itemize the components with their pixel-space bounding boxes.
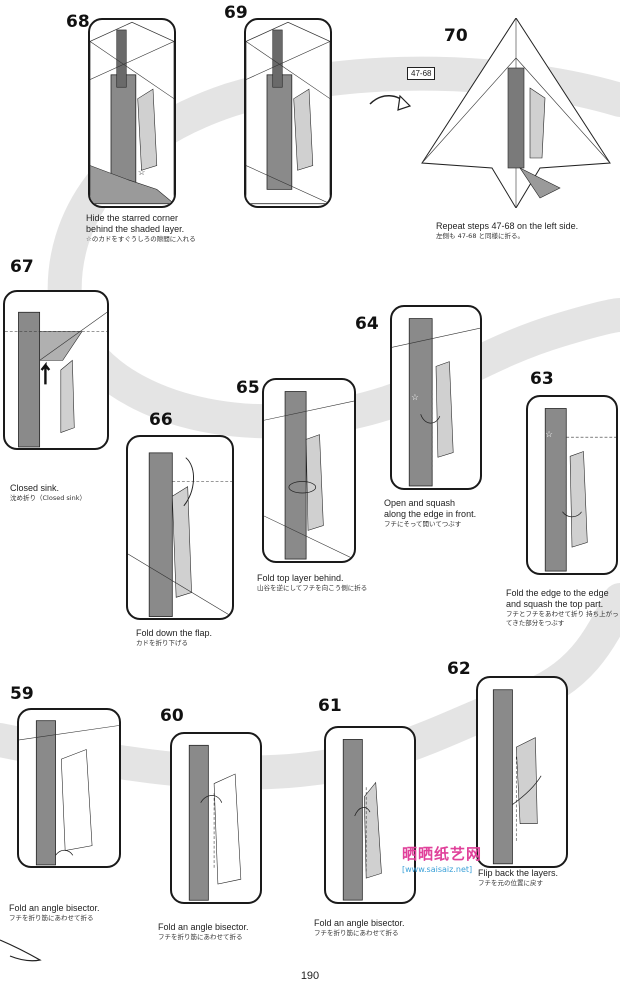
step-62-caption-en: Flip back the layers. bbox=[478, 868, 559, 878]
svg-text:☆: ☆ bbox=[138, 167, 146, 177]
next-arrow-icon bbox=[369, 94, 412, 111]
step-65-caption-en: Fold top layer behind. bbox=[257, 573, 344, 583]
step-67-diagram bbox=[3, 290, 109, 450]
step-62-diagram bbox=[476, 676, 568, 868]
step-59-drawing bbox=[19, 720, 119, 866]
step-reference-box: 47-68 bbox=[407, 67, 436, 80]
step-63-caption-ja: フチとフチをあわせて折り 持ち上がってきた部分をつぶす bbox=[506, 610, 619, 627]
step-66-drawing bbox=[128, 452, 232, 617]
step-67-caption-ja: 沈め折り（Closed sink） bbox=[10, 494, 86, 502]
step-66-diagram bbox=[126, 435, 234, 620]
step-62-drawing bbox=[492, 689, 542, 865]
step-68-drawing: ☆ bbox=[90, 21, 174, 205]
step-number-70: 70 bbox=[444, 26, 468, 46]
step-61-caption-en: Fold an angle bisector. bbox=[314, 918, 405, 928]
step-number-60: 60 bbox=[160, 706, 184, 726]
step-67-drawing bbox=[5, 311, 107, 448]
step-61-caption: Fold an angle bisector. フチを折り筋にあわせて折る bbox=[314, 918, 405, 938]
step-64-caption: Open and squash along the edge in front.… bbox=[384, 498, 476, 529]
step-66-caption-ja: カドを折り下げる bbox=[136, 639, 188, 647]
step-number-62: 62 bbox=[447, 659, 471, 679]
step-68-diagram: ☆ bbox=[88, 18, 176, 208]
step-69-diagram bbox=[244, 18, 332, 208]
step-68-caption: Hide the starred corner behind the shade… bbox=[86, 213, 196, 244]
step-69-drawing bbox=[246, 21, 330, 205]
step-65-drawing bbox=[264, 391, 354, 560]
step-number-64: 64 bbox=[355, 314, 379, 334]
step-70-caption: Repeat steps 47-68 on the left side. 左側も… bbox=[436, 221, 578, 241]
step-62-caption-ja: フチを元の位置に戻す bbox=[478, 879, 543, 887]
step-65-diagram bbox=[262, 378, 356, 563]
step-66-caption: Fold down the flap. カドを折り下げる bbox=[136, 628, 212, 648]
step-67-caption-en: Closed sink. bbox=[10, 483, 60, 493]
step-64-caption-en: Open and squash along the edge in front. bbox=[384, 498, 477, 519]
svg-text:☆: ☆ bbox=[411, 392, 419, 402]
step-63-caption: Fold the edge to the edge and squash the… bbox=[506, 588, 620, 628]
step-number-61: 61 bbox=[318, 696, 342, 716]
step-61-caption-ja: フチを折り筋にあわせて折る bbox=[314, 929, 399, 937]
step-61-diagram bbox=[324, 726, 416, 904]
step-63-diagram: ☆ bbox=[526, 395, 618, 575]
step-64-diagram: ☆ bbox=[390, 305, 482, 490]
step-number-69: 69 bbox=[224, 3, 248, 23]
step-68-caption-en: Hide the starred corner behind the shade… bbox=[86, 213, 185, 234]
step-number-68: 68 bbox=[66, 12, 90, 32]
step-60-caption: Fold an angle bisector. フチを折り筋にあわせて折る bbox=[158, 922, 249, 942]
step-60-diagram bbox=[170, 732, 262, 904]
step-number-63: 63 bbox=[530, 369, 554, 389]
step-70-diagram bbox=[420, 17, 612, 209]
step-59-diagram bbox=[17, 708, 121, 868]
step-60-caption-en: Fold an angle bisector. bbox=[158, 922, 249, 932]
bird-corner-icon bbox=[0, 939, 42, 962]
step-60-drawing bbox=[188, 744, 242, 901]
step-59-caption: Fold an angle bisector. フチを折り筋にあわせて折る bbox=[9, 903, 100, 923]
step-60-caption-ja: フチを折り筋にあわせて折る bbox=[158, 933, 243, 941]
step-70-drawing bbox=[421, 17, 611, 209]
step-59-caption-en: Fold an angle bisector. bbox=[9, 903, 100, 913]
svg-text:☆: ☆ bbox=[545, 429, 553, 439]
step-68-caption-ja: ☆のカドをすぐうしろの隙間に入れる bbox=[86, 235, 196, 243]
step-65-caption: Fold top layer behind. 山谷を逆にしてフチを向こう側に折る bbox=[257, 573, 367, 593]
watermark-url: [www.saisaiz.net] bbox=[402, 865, 473, 874]
page-number: 190 bbox=[300, 970, 320, 982]
step-number-65: 65 bbox=[236, 378, 260, 398]
step-number-66: 66 bbox=[149, 410, 173, 430]
step-64-drawing: ☆ bbox=[392, 318, 480, 487]
step-63-caption-en: Fold the edge to the edge and squash the… bbox=[506, 588, 609, 609]
step-66-caption-en: Fold down the flap. bbox=[136, 628, 213, 638]
step-70-caption-ja: 左側も 47-68 と同様に折る。 bbox=[436, 232, 525, 240]
step-64-caption-ja: フチにそって開いてつぶす bbox=[384, 520, 462, 528]
step-59-caption-ja: フチを折り筋にあわせて折る bbox=[9, 914, 94, 922]
site-watermark: 晒晒纸艺网 [www.saisaiz.net] bbox=[402, 843, 482, 874]
step-number-59: 59 bbox=[10, 684, 34, 704]
watermark-title: 晒晒纸艺网 bbox=[402, 845, 483, 863]
step-63-drawing: ☆ bbox=[544, 408, 616, 572]
step-65-caption-ja: 山谷を逆にしてフチを向こう側に折る bbox=[257, 584, 368, 592]
step-67-caption: Closed sink. 沈め折り（Closed sink） bbox=[10, 483, 86, 503]
step-number-67: 67 bbox=[10, 257, 34, 277]
step-70-caption-en: Repeat steps 47-68 on the left side. bbox=[436, 221, 579, 231]
step-61-drawing bbox=[342, 739, 382, 901]
step-62-caption: Flip back the layers. フチを元の位置に戻す bbox=[478, 868, 558, 888]
